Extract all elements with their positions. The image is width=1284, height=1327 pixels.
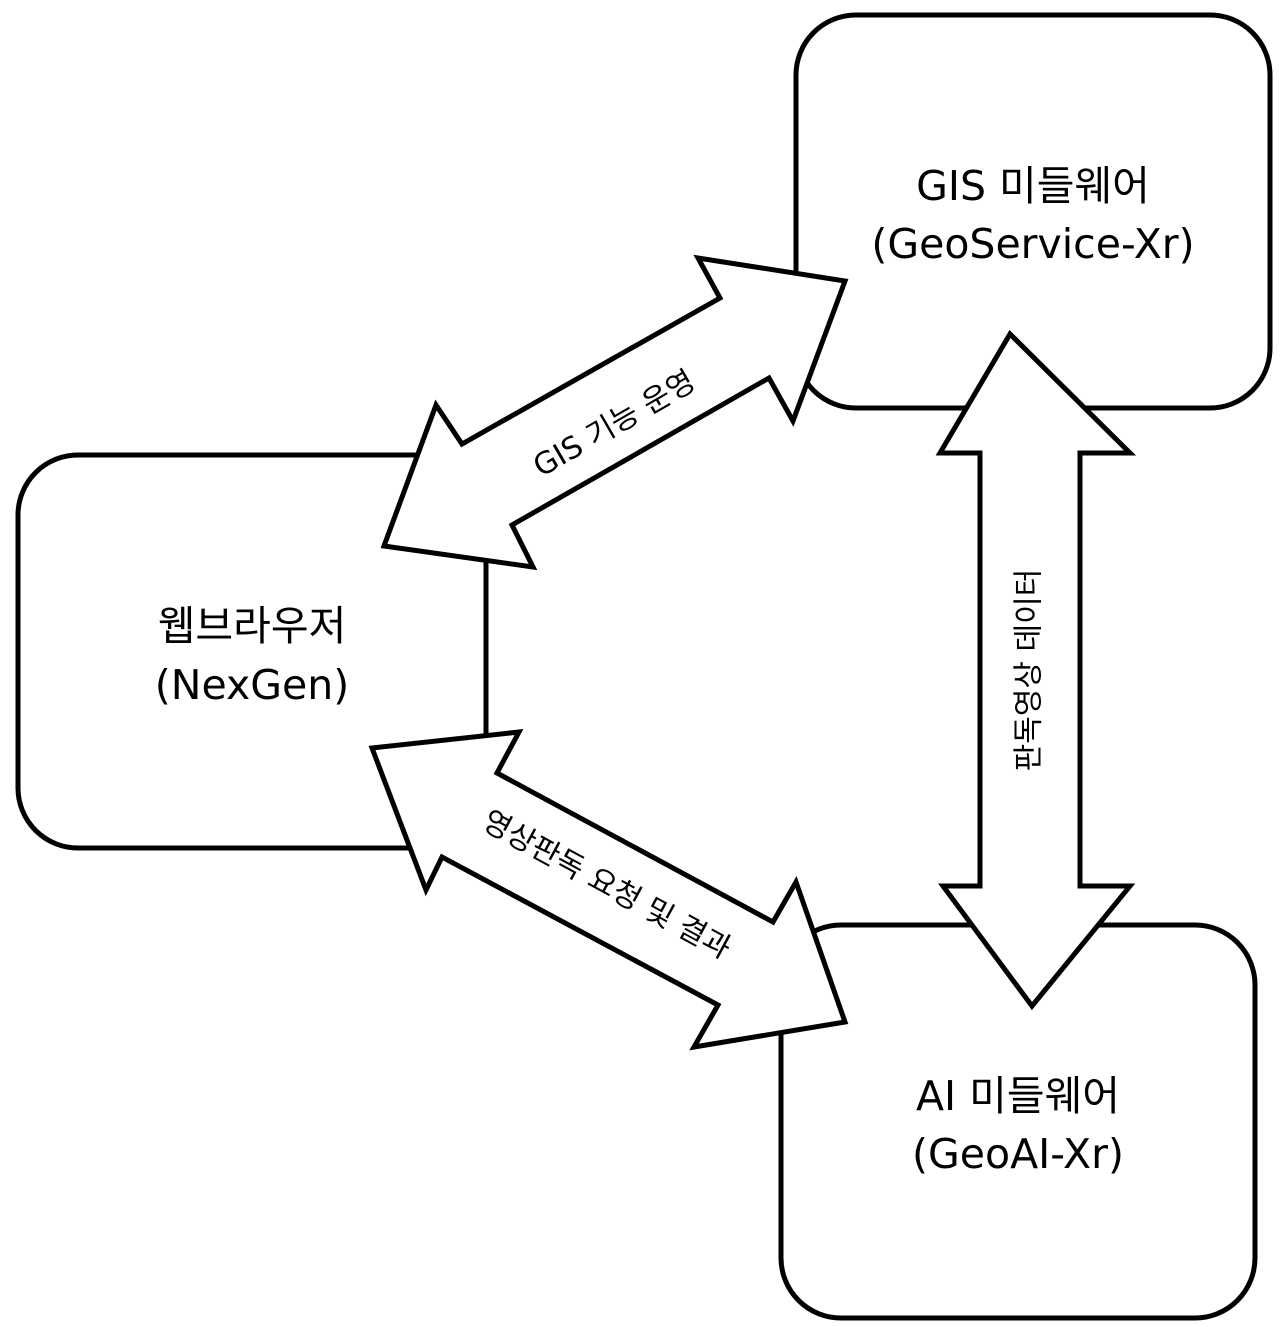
arrow-browser-gis: [380, 254, 849, 571]
arrow-browser-ai: [368, 729, 849, 1051]
ai-middleware-title: AI 미들웨어: [916, 1072, 1120, 1120]
edge-label-gis-ai: 판독영상 데이터: [1012, 569, 1047, 772]
gis-middleware-subtitle: (GeoService-Xr): [871, 220, 1194, 268]
web-browser-title: 웹브라우저: [158, 602, 347, 650]
ai-middleware-subtitle: (GeoAI-Xr): [912, 1130, 1124, 1178]
node-web-browser: [15, 452, 489, 851]
gis-middleware-title: GIS 미들웨어: [916, 162, 1150, 210]
arrow-gis-ai: [935, 329, 1137, 1011]
web-browser-subtitle: (NexGen): [155, 661, 349, 709]
node-gis-middleware: [793, 12, 1273, 411]
